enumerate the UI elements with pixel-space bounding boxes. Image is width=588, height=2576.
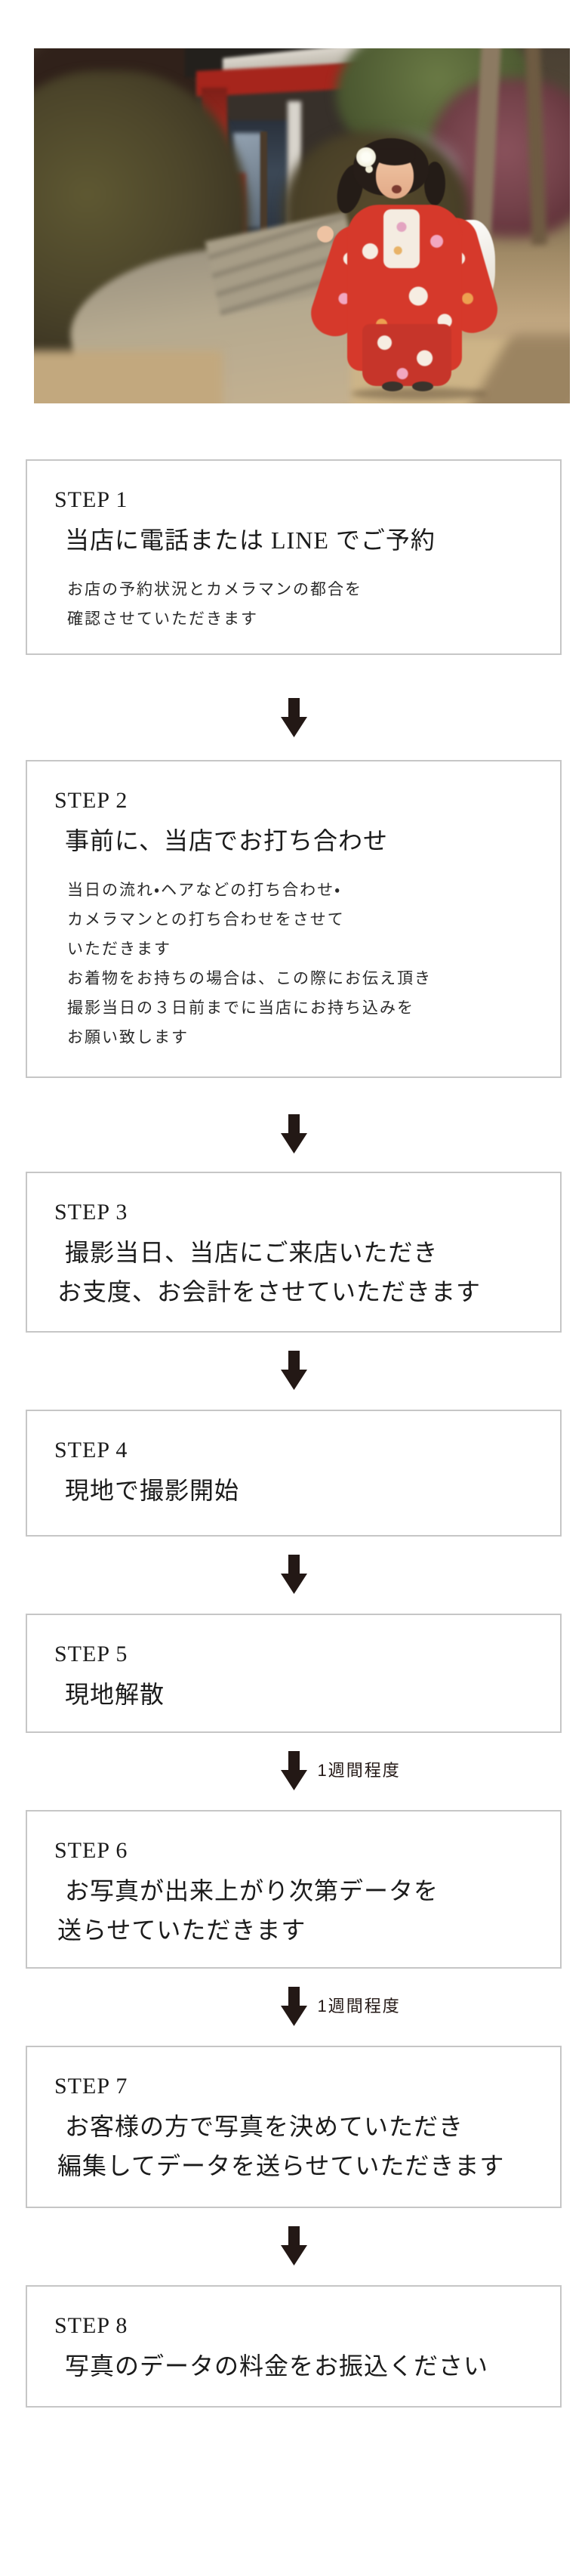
down-arrow-icon bbox=[281, 2226, 307, 2266]
child-hair-flower-accessory bbox=[356, 147, 376, 167]
subtitle-line: お客様の方で写真を決めていただき bbox=[65, 2113, 464, 2140]
flow-connector bbox=[0, 1114, 588, 1154]
body-line: お着物をお持ちの場合は、この際にお伝え頂き bbox=[67, 970, 432, 987]
child-hand bbox=[317, 226, 334, 242]
photo-dry-grass bbox=[34, 351, 223, 403]
step-2-box: STEP 2 事前に、当店でお打ち合わせ 当日の流れ・ヘアなどの打ち合わせ・ カ… bbox=[26, 760, 562, 1078]
step-1-box: STEP 1 当店に電話または LINE でご予約 お店の予約状況とカメラマンの… bbox=[26, 459, 562, 655]
body-line: 確認させていただきます bbox=[67, 610, 258, 628]
step-body: お店の予約状況とカメラマンの都合を 確認させていただきます bbox=[67, 575, 533, 634]
body-line: お店の予約状況とカメラマンの都合を bbox=[67, 581, 362, 598]
flow-connector: 1週間程度 bbox=[0, 1751, 588, 1790]
step-title: STEP 2 bbox=[54, 788, 128, 813]
subtitle-line: 編集してデータを送らせていただきます bbox=[57, 2152, 505, 2179]
flow-connector bbox=[0, 1555, 588, 1594]
photo-child-in-kimono bbox=[305, 135, 509, 403]
step-body: 当日の流れ・ヘアなどの打ち合わせ・ カメラマンとの打ち合わせをさせて いただきま… bbox=[67, 876, 533, 1052]
connector-duration-label: 1週間程度 bbox=[317, 1761, 401, 1780]
step-subtitle: 現地解散 bbox=[54, 1675, 533, 1714]
step-subtitle: 撮影当日、当店にご来店いただき お支度、お会計をさせていただきます bbox=[54, 1233, 533, 1311]
child-shoe bbox=[412, 381, 433, 391]
step-title: STEP 7 bbox=[54, 2074, 128, 2099]
step-title: STEP 5 bbox=[54, 1642, 128, 1666]
down-arrow-icon bbox=[281, 698, 307, 737]
step-subtitle: 写真のデータの料金をお振込ください bbox=[54, 2346, 533, 2386]
child-hair-bangs bbox=[374, 149, 415, 165]
step-title: STEP 1 bbox=[54, 487, 128, 512]
subtitle-line: 写真のデータの料金をお振込ください bbox=[65, 2352, 489, 2380]
step-title: STEP 3 bbox=[54, 1200, 128, 1225]
body-line: いただきます bbox=[67, 941, 171, 958]
step-subtitle: お写真が出来上がり次第データを 送らせていただきます bbox=[54, 1871, 533, 1950]
step-subtitle: 当店に電話または LINE でご予約 bbox=[54, 520, 533, 560]
subtitle-line: お支度、お会計をさせていただきます bbox=[57, 1278, 482, 1305]
body-line: 当日の流れ・ヘアなどの打ち合わせ・ bbox=[67, 882, 342, 899]
flow-connector: 1週間程度 bbox=[0, 1987, 588, 2026]
step-7-box: STEP 7 お客様の方で写真を決めていただき 編集してデータを送らせていただき… bbox=[26, 2046, 562, 2208]
subtitle-line: 送らせていただきます bbox=[57, 1917, 306, 1944]
down-arrow-icon bbox=[281, 1555, 307, 1594]
step-8-box: STEP 8 写真のデータの料金をお振込ください bbox=[26, 2285, 562, 2408]
flow-connector bbox=[0, 1351, 588, 1390]
child-mouth bbox=[392, 185, 402, 193]
down-arrow-icon bbox=[281, 1114, 307, 1154]
down-arrow-icon bbox=[281, 1351, 307, 1390]
step-6-box: STEP 6 お写真が出来上がり次第データを 送らせていただきます bbox=[26, 1810, 562, 1969]
step-4-box: STEP 4 現地で撮影開始 bbox=[26, 1410, 562, 1537]
kimono-child-photo bbox=[34, 48, 570, 403]
subtitle-line: お写真が出来上がり次第データを bbox=[65, 1877, 439, 1904]
step-subtitle: 事前に、当店でお打ち合わせ bbox=[54, 821, 533, 860]
subtitle-line: 撮影当日、当店にご来店いただき bbox=[65, 1239, 439, 1266]
subtitle-line: 事前に、当店でお打ち合わせ bbox=[65, 827, 389, 854]
step-5-box: STEP 5 現地解散 bbox=[26, 1614, 562, 1733]
step-subtitle: 現地で撮影開始 bbox=[54, 1471, 533, 1510]
subtitle-line: 当店に電話または LINE でご予約 bbox=[65, 527, 436, 554]
down-arrow-icon bbox=[281, 1987, 307, 2026]
body-line: 撮影当日の３日前までに当店にお持ち込みを bbox=[67, 999, 414, 1017]
photo-wood-post bbox=[260, 131, 267, 271]
subtitle-line: 現地で撮影開始 bbox=[65, 1477, 240, 1504]
step-title: STEP 6 bbox=[54, 1838, 128, 1863]
subtitle-line: 現地解散 bbox=[65, 1681, 165, 1708]
steps-flow: STEP 1 当店に電話または LINE でご予約 お店の予約状況とカメラマンの… bbox=[0, 459, 588, 2408]
flow-connector bbox=[0, 2226, 588, 2266]
child-shadow bbox=[351, 388, 487, 400]
body-line: カメラマンとの打ち合わせをさせて bbox=[67, 911, 345, 928]
body-line: お願い致します bbox=[67, 1029, 189, 1046]
kimono-chest-panel bbox=[383, 209, 420, 268]
step-3-box: STEP 3 撮影当日、当店にご来店いただき お支度、お会計をさせていただきます bbox=[26, 1172, 562, 1333]
child-shoe bbox=[382, 381, 403, 391]
kimono-skirt bbox=[362, 324, 451, 386]
connector-duration-label: 1週間程度 bbox=[317, 1997, 401, 2015]
step-title: STEP 4 bbox=[54, 1438, 128, 1463]
step-subtitle: お客様の方で写真を決めていただき 編集してデータを送らせていただきます bbox=[54, 2107, 533, 2185]
flow-connector bbox=[0, 698, 588, 737]
step-title: STEP 8 bbox=[54, 2313, 128, 2338]
down-arrow-icon bbox=[281, 1751, 307, 1790]
